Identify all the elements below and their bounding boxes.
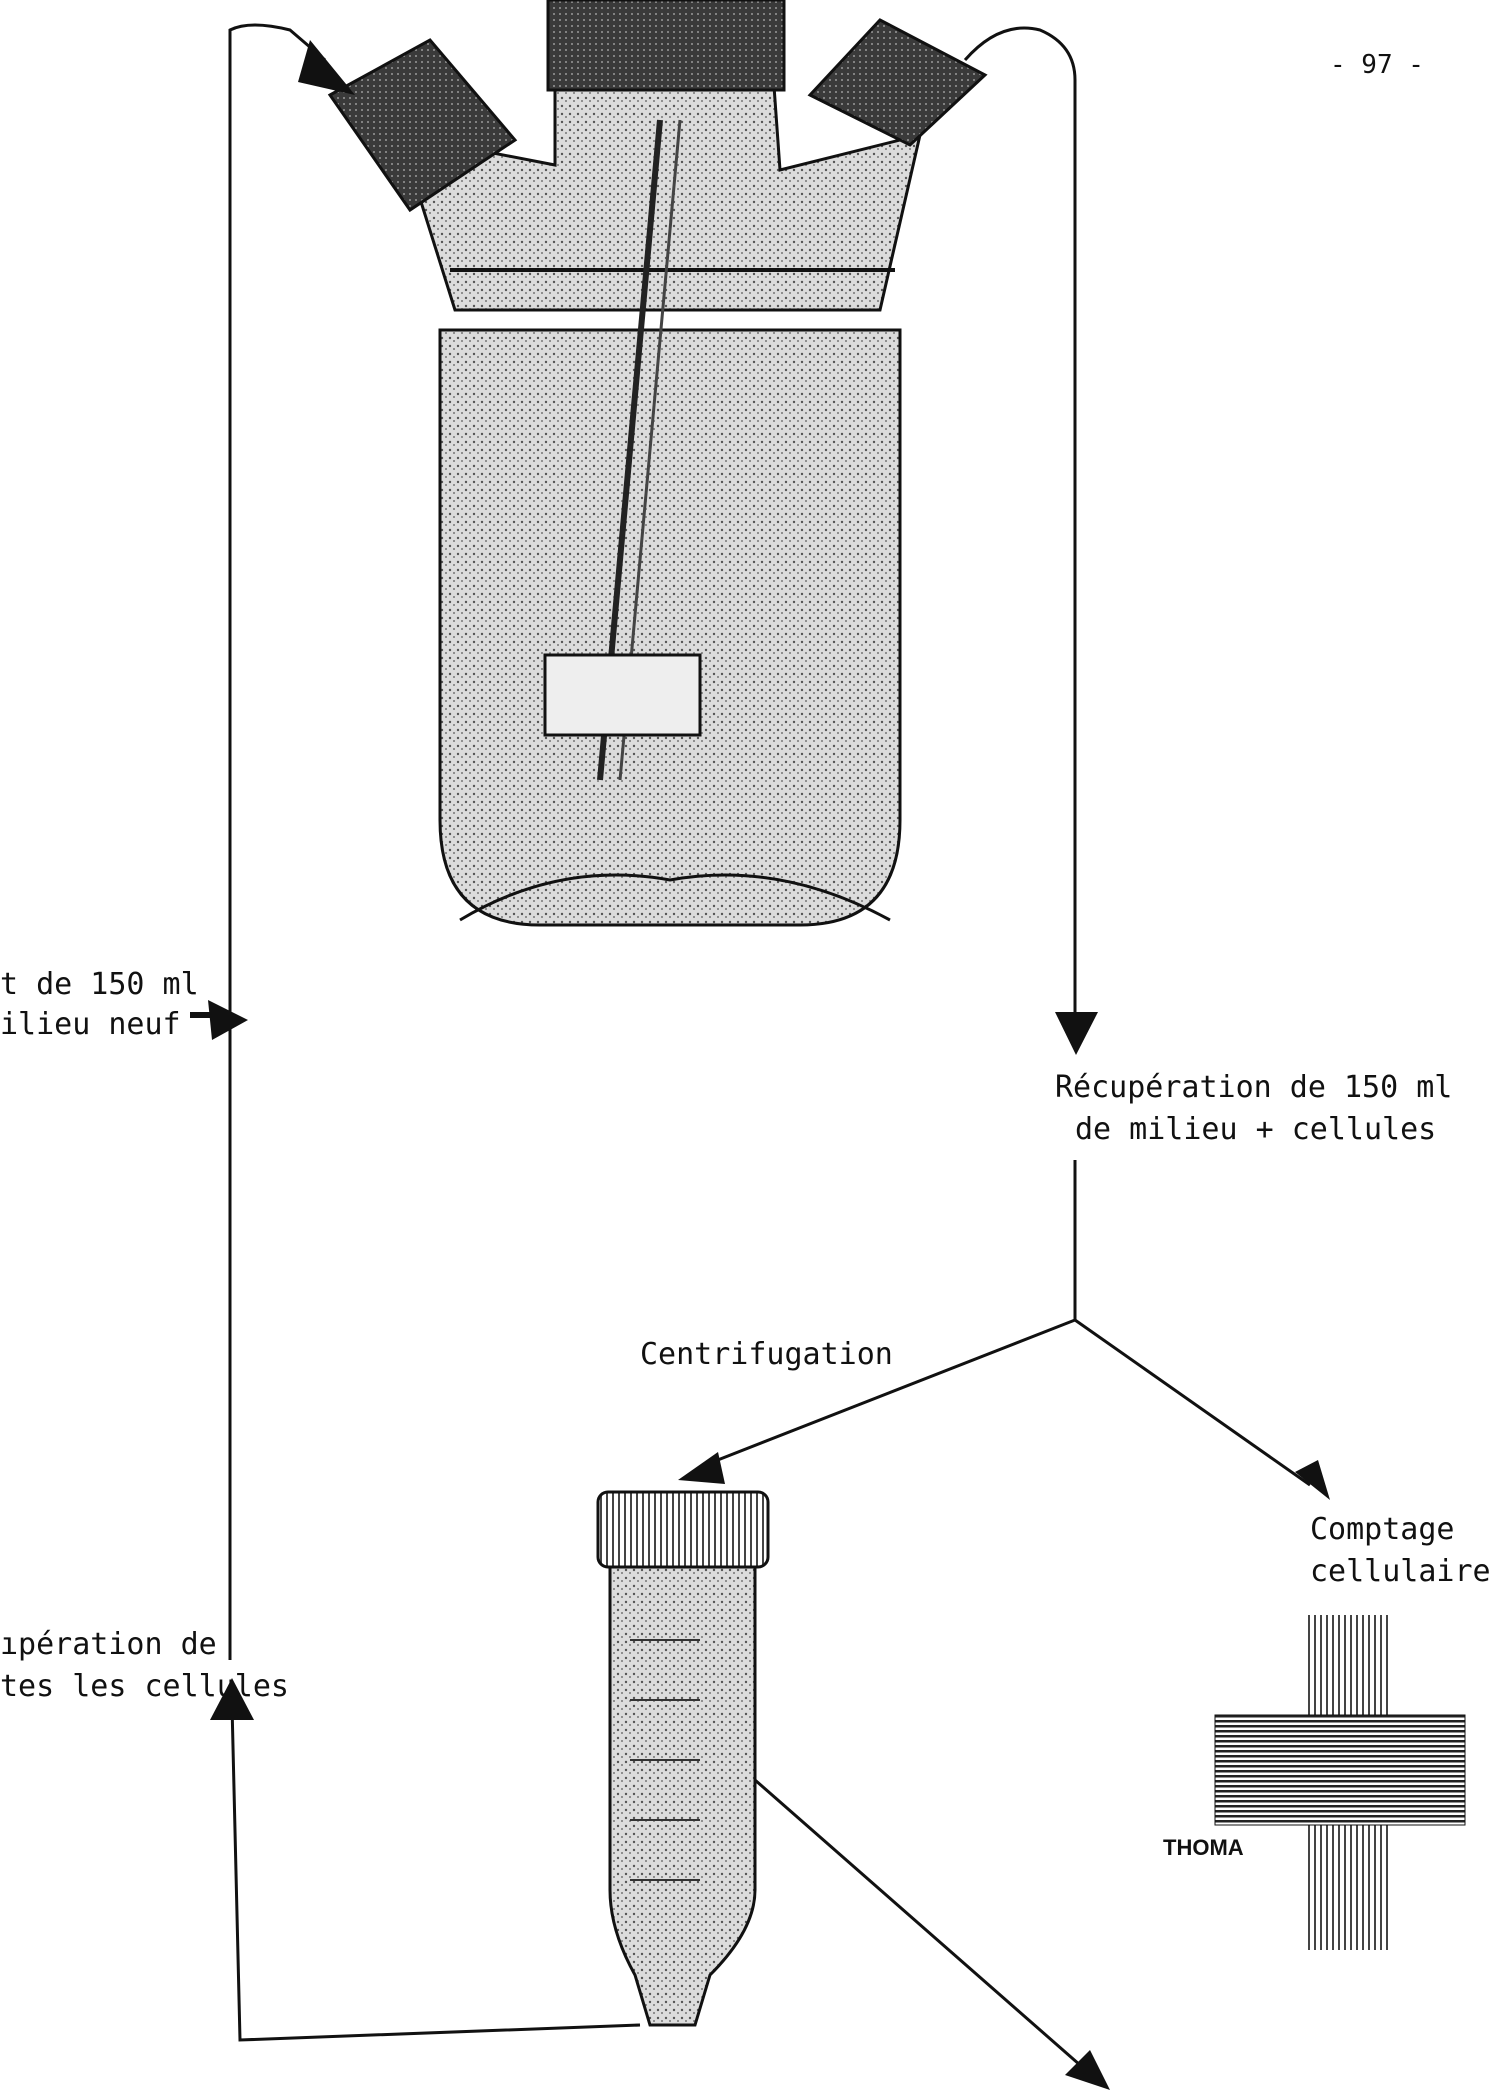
ajout-label-line1: t de 150 ml xyxy=(0,965,199,1005)
ajout-label-line2: ilieu neuf xyxy=(0,1005,181,1045)
arrowhead-recuperation xyxy=(1055,1012,1098,1055)
left-loop-line xyxy=(230,25,355,1660)
comptage-label-line1: Comptage xyxy=(1310,1510,1455,1550)
cell-return-line xyxy=(210,1678,640,2040)
arrowhead-to-tube xyxy=(678,1452,725,1484)
arrowhead-into-flask xyxy=(298,40,355,95)
right-loop-line xyxy=(965,28,1098,1055)
page-number: - 97 - xyxy=(1330,45,1424,85)
recuperation-label-line1: Récupération de 150 ml xyxy=(1055,1068,1452,1108)
recuperation-label-line2: de milieu + cellules xyxy=(1075,1110,1436,1150)
add-medium-arrow xyxy=(190,1000,248,1040)
centrifuge-tube-illustration xyxy=(598,1492,768,2025)
thoma-label: THOMA xyxy=(1163,1835,1244,1861)
recup-cellules-label-line1: ıpération de xyxy=(0,1625,217,1665)
spinner-flask-illustration xyxy=(330,0,985,925)
thoma-chamber-illustration xyxy=(1215,1615,1465,1950)
centrifugation-label: Centrifugation xyxy=(640,1335,893,1375)
comptage-label-line2: cellulaire xyxy=(1310,1552,1491,1592)
supernatant-arrow xyxy=(755,1780,1110,2090)
arrowhead-to-comptage xyxy=(1295,1460,1330,1500)
recup-cellules-label-line2: tes les cellules xyxy=(0,1667,289,1707)
